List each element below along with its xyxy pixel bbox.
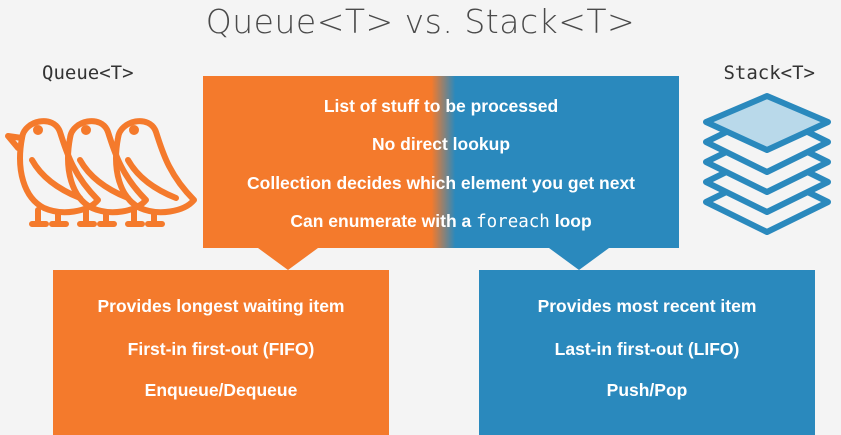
shared-traits-box: List of stuff to be processed No direct …	[203, 76, 679, 248]
queue-line-1: Provides longest waiting item	[97, 296, 345, 316]
shared-line-4-suffix: loop	[549, 211, 592, 231]
stack-line-2: Last-in first-out (LIFO)	[554, 339, 740, 359]
arrow-down-stack	[549, 248, 609, 270]
shared-line-2: No direct lookup	[371, 134, 511, 154]
birds-in-line-icon	[5, 118, 197, 227]
stack-label: Stack<T>	[723, 62, 815, 84]
queue-line-2: First-in first-out (FIFO)	[127, 339, 315, 359]
arrow-down-queue	[258, 248, 318, 270]
queue-traits-box: Provides longest waiting item First-in f…	[53, 270, 389, 435]
shared-line-4-prefix: Can enumerate with a	[290, 211, 477, 231]
stack-traits-box: Provides most recent item Last-in first-…	[479, 270, 815, 435]
stack-line-1: Provides most recent item	[537, 296, 757, 316]
foreach-code: foreach	[476, 212, 550, 232]
stack-line-3: Push/Pop	[606, 380, 688, 400]
queue-line-3: Enqueue/Dequeue	[144, 380, 298, 400]
stacked-layers-icon	[703, 93, 831, 235]
queue-label: Queue<T>	[42, 62, 134, 84]
shared-line-1: List of stuff to be processed	[323, 96, 559, 116]
page-title: Queue<T> vs. Stack<T>	[205, 2, 636, 41]
shared-line-4: Can enumerate with a foreach loop	[203, 211, 679, 232]
shared-line-3: Collection decides which element you get…	[247, 173, 635, 193]
